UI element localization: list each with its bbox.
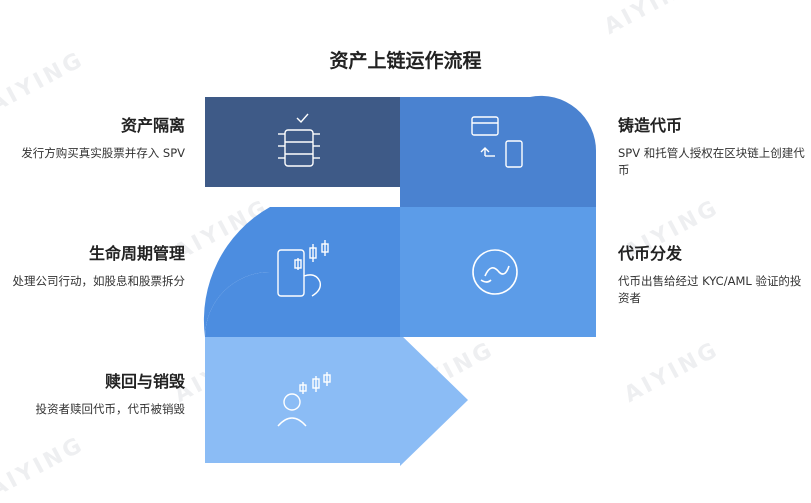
step-redeem: 赎回与销毁 投资者赎回代币，代币被销毁	[10, 368, 186, 418]
circular-exchange-icon	[472, 249, 518, 295]
payment-card-phone-icon	[471, 116, 523, 168]
step-description: 处理公司行动，如股息和股票拆分	[12, 274, 186, 288]
step-description: 发行方购买真实股票并存入 SPV	[21, 146, 185, 160]
step-title: 代币分发	[618, 244, 683, 263]
phone-chart-hand-icon	[277, 240, 329, 297]
band-redeem	[205, 334, 468, 466]
step-title: 资产隔离	[120, 116, 185, 135]
step-distribution: 代币分发 代币出售给经过 KYC/AML 验证的投资者	[618, 240, 808, 307]
band-minting	[400, 95, 597, 207]
step-isolation: 资产隔离 发行方购买真实股票并存入 SPV	[10, 112, 185, 162]
step-minting: 铸造代币 SPV 和托管人授权在区块链上创建代币	[618, 112, 808, 179]
band-lifecycle-upper	[203, 207, 400, 337]
band-minting-curve	[530, 97, 552, 207]
step-description: 代币出售给经过 KYC/AML 验证的投资者	[618, 274, 802, 305]
step-description: 投资者赎回代币，代币被销毁	[35, 402, 186, 416]
step-title: 赎回与销毁	[104, 372, 185, 391]
investor-chart-icon	[277, 372, 331, 427]
step-title: 铸造代币	[618, 116, 683, 135]
server-icon	[278, 113, 320, 167]
step-description: SPV 和托管人授权在区块链上创建代币	[618, 146, 805, 177]
page-title: 资产上链运作流程	[329, 50, 482, 72]
step-title: 生命周期管理	[88, 244, 185, 263]
step-lifecycle: 生命周期管理 处理公司行动，如股息和股票拆分	[10, 240, 186, 290]
